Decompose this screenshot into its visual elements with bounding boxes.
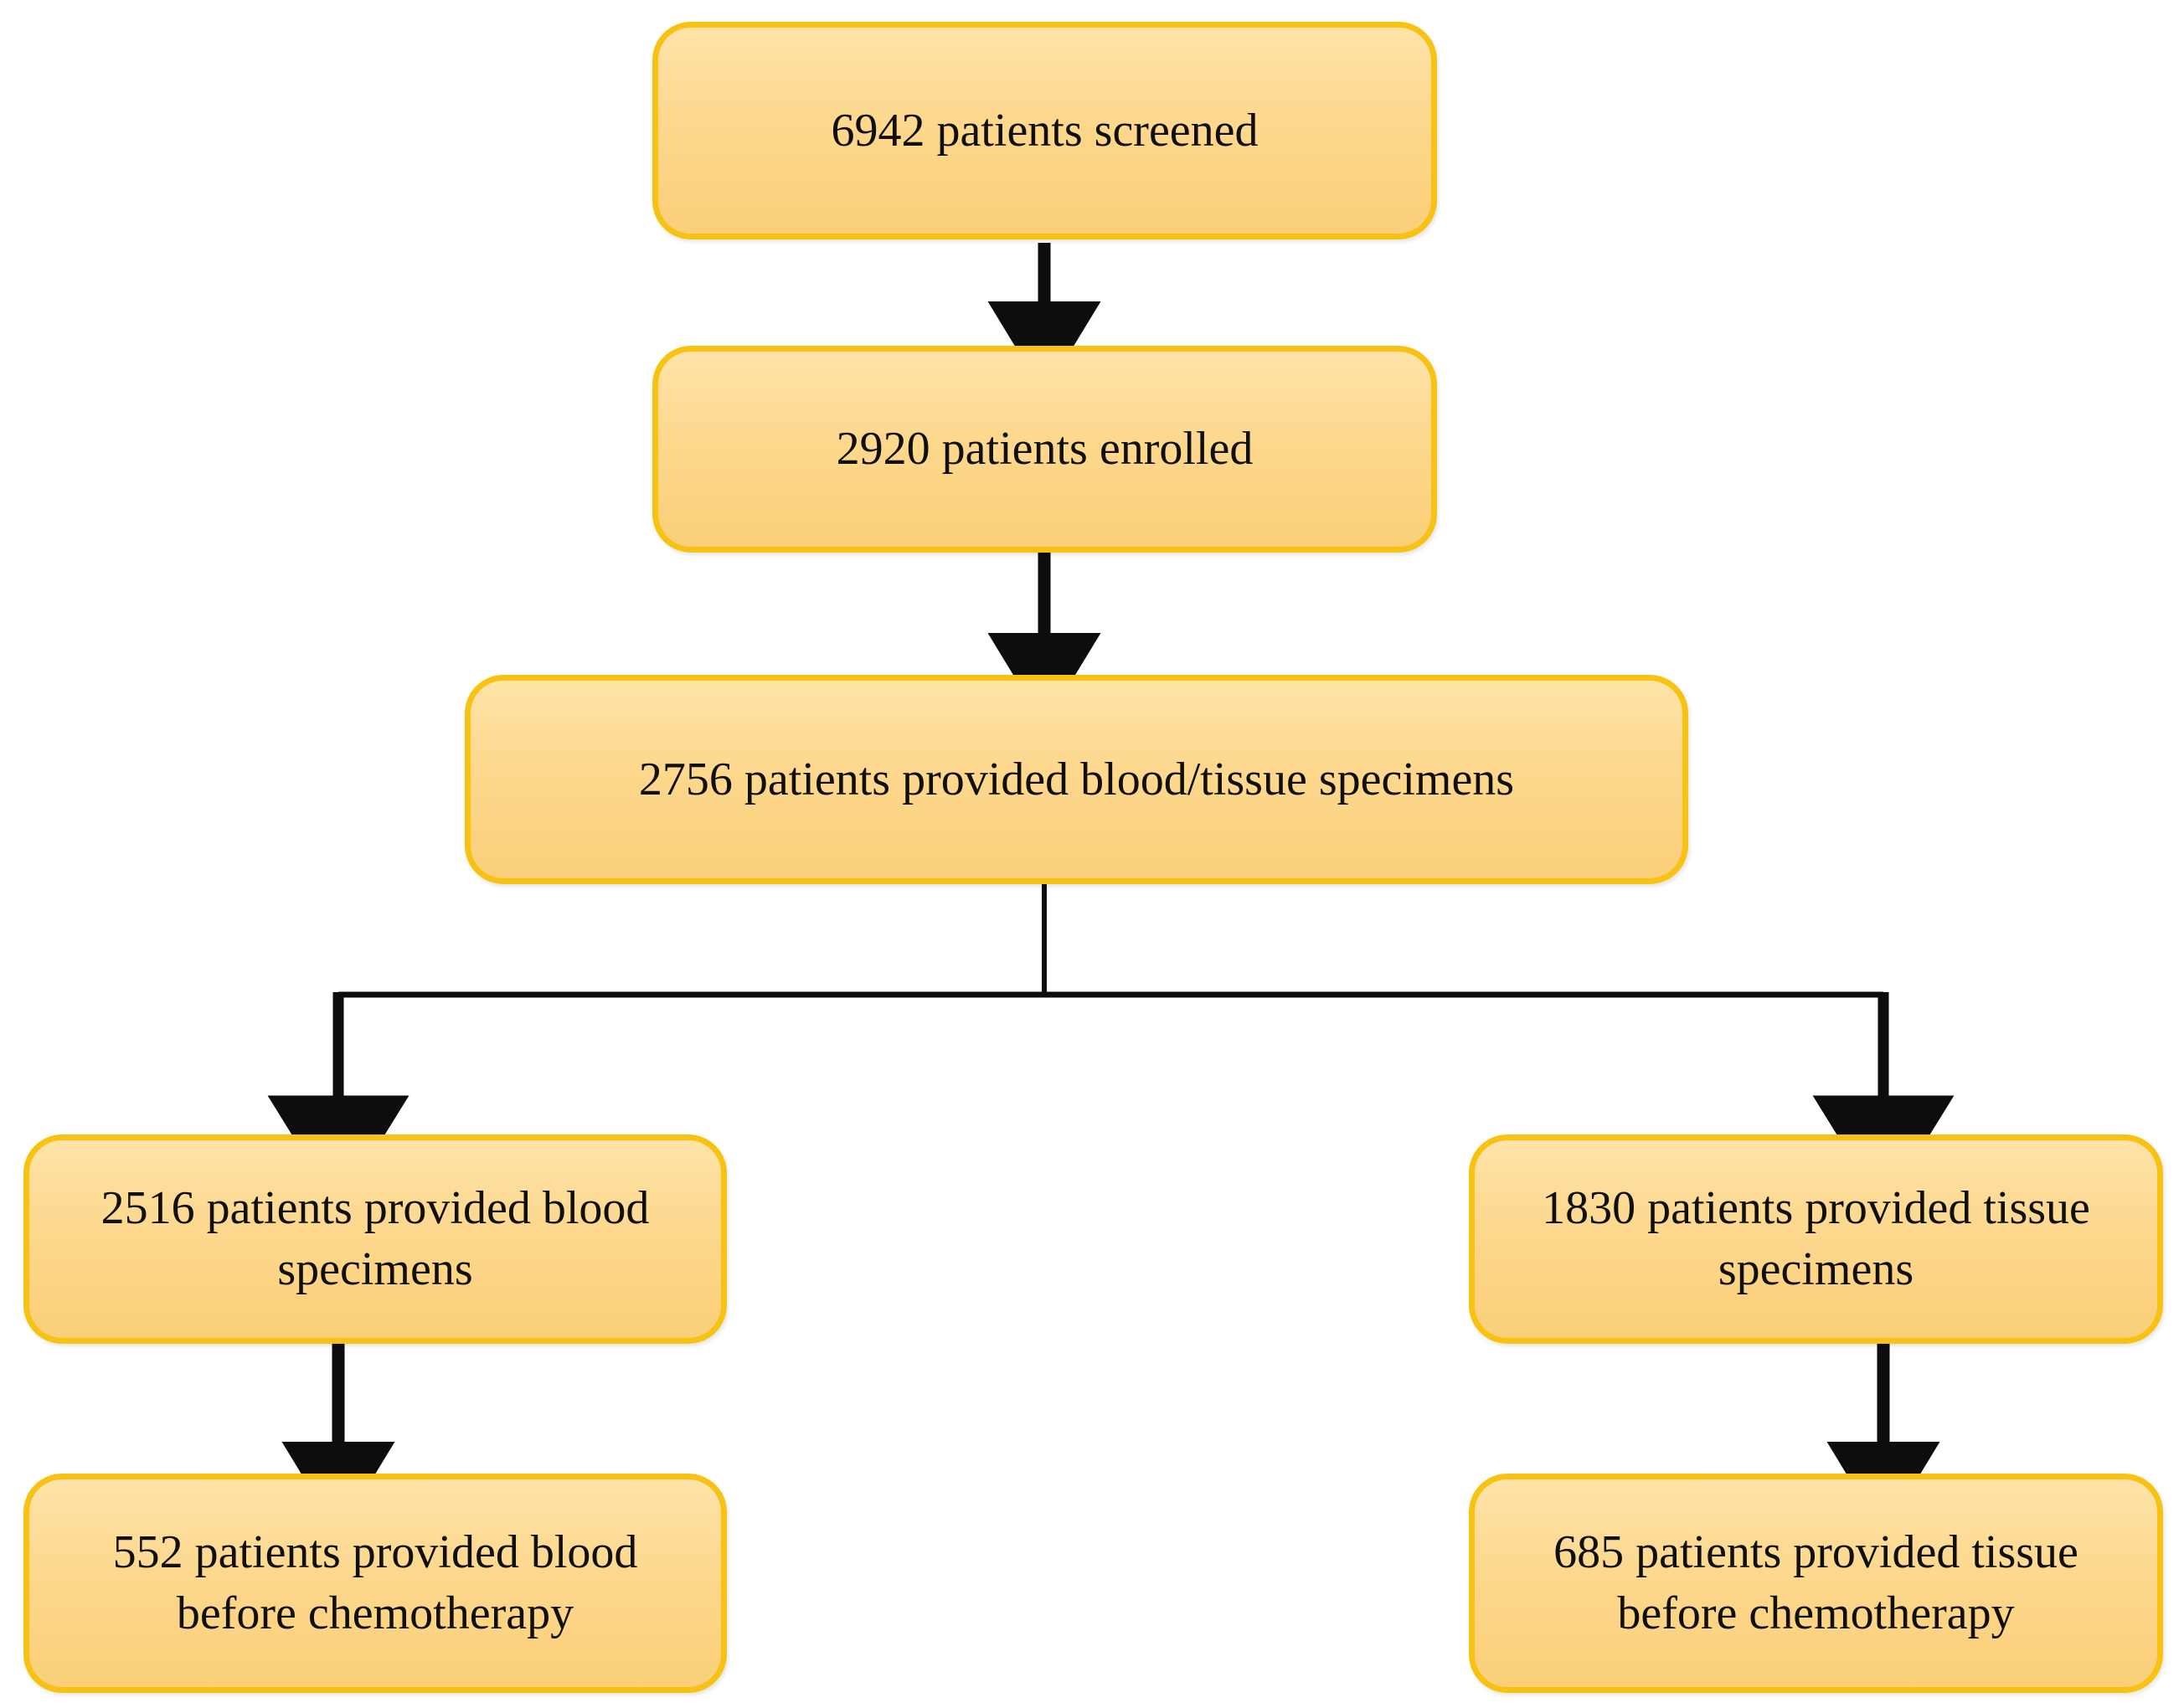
node-specimens[interactable]: 2756 patients provided blood/tissue spec… xyxy=(465,675,1688,884)
node-blood-before-chemotherapy[interactable]: 552 patients provided blood before chemo… xyxy=(23,1474,727,1693)
node-screened-label: 6942 patients screened xyxy=(831,104,1259,157)
node-tissue-specimens[interactable]: 1830 patients provided tissue specimens xyxy=(1469,1134,2163,1344)
node-enrolled[interactable]: 2920 patients enrolled xyxy=(652,346,1437,553)
node-tissue-before-chemotherapy[interactable]: 685 patients provided tissue before chem… xyxy=(1469,1474,2163,1693)
node-blood-specimens-label: 2516 patients provided blood specimens xyxy=(100,1182,650,1295)
node-enrolled-label: 2920 patients enrolled xyxy=(836,423,1254,476)
node-specimens-label: 2756 patients provided blood/tissue spec… xyxy=(638,753,1515,805)
node-blood-specimens[interactable]: 2516 patients provided blood specimens xyxy=(23,1134,727,1344)
node-tissue-specimens-label: 1830 patients provided tissue specimens xyxy=(1542,1182,2090,1295)
node-tissue-before-chemotherapy-label: 685 patients provided tissue before chem… xyxy=(1553,1526,2078,1639)
node-blood-before-chemotherapy-label: 552 patients provided blood before chemo… xyxy=(112,1526,638,1639)
node-screened[interactable]: 6942 patients screened xyxy=(652,22,1437,239)
